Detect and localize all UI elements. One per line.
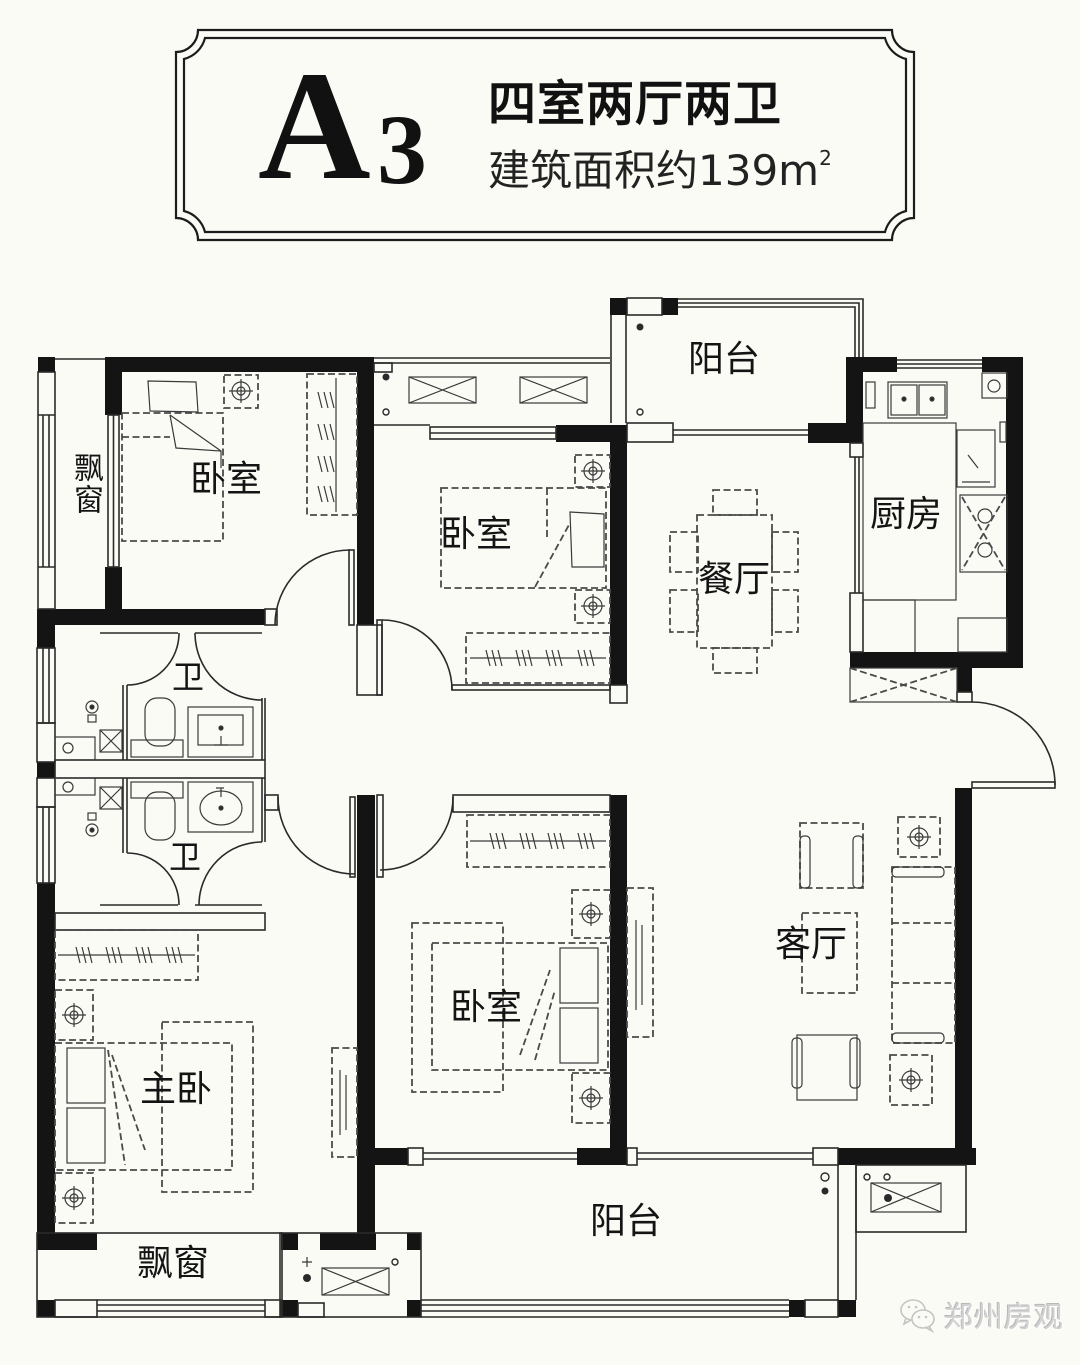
wechat-icon <box>900 1299 935 1334</box>
floor-area-text: 建筑面积约139m <box>488 146 820 195</box>
bed <box>431 942 609 1071</box>
room-label-balcony-north: 阳台 <box>688 339 761 380</box>
nightstand <box>574 454 611 488</box>
wardrobe <box>465 632 611 684</box>
rug <box>411 922 504 1093</box>
bed <box>440 487 607 589</box>
pillow <box>559 947 599 1004</box>
vanity-upper <box>187 706 254 758</box>
unit-code-number: 3 <box>377 94 427 205</box>
bed <box>121 412 224 542</box>
walls <box>37 298 1023 1317</box>
nightstand <box>223 374 259 409</box>
room-label-kitchen: 厨房 <box>870 494 943 535</box>
room-label-bay-window-west: 飘窗 <box>68 452 103 516</box>
chair <box>669 589 699 633</box>
layout-type-title: 四室两厅两卫 <box>488 76 783 132</box>
room-label-bedroom-south: 卧室 <box>450 987 523 1028</box>
chair <box>712 647 758 674</box>
room-label-master-bedroom: 主卧 <box>140 1069 213 1110</box>
tv-cabinet <box>626 887 654 1038</box>
room-label-bedroom-northwest: 卧室 <box>190 459 263 500</box>
chair <box>771 531 799 573</box>
wardrobe <box>466 814 611 868</box>
sofa <box>891 866 956 1044</box>
nightstand <box>571 889 611 939</box>
room-label-bathroom-lower: 卫 <box>169 838 202 876</box>
wardrobe <box>54 929 199 981</box>
armchair <box>791 1034 861 1101</box>
side-table <box>889 1054 933 1106</box>
pillow <box>66 1107 106 1164</box>
armchair <box>799 822 864 889</box>
ac-units <box>321 376 958 1296</box>
bedroom-south-furniture <box>411 814 611 1124</box>
pipe-markers <box>302 323 892 1282</box>
unit-code-letter: A <box>258 39 371 212</box>
door-bathroom-upper <box>100 632 263 701</box>
room-label-balcony-south: 阳台 <box>590 1201 663 1242</box>
vanity-lower <box>187 781 254 833</box>
nightstand <box>571 1072 611 1124</box>
coffee-table <box>801 912 858 994</box>
rug <box>161 1021 254 1193</box>
bedroom-northwest-furniture <box>121 373 358 542</box>
kitchen-fixtures <box>862 372 1008 653</box>
watermark: 郑州房观 <box>898 1294 1064 1336</box>
door-swings <box>100 549 1056 906</box>
nightstand <box>54 989 94 1041</box>
pillow <box>569 511 605 568</box>
room-label-bedroom-north: 卧室 <box>440 514 513 555</box>
living-room-furniture <box>626 816 956 1106</box>
fridge <box>956 429 996 488</box>
sink <box>887 381 948 419</box>
windows-and-partitions <box>36 297 982 1318</box>
floor-area: 建筑面积约139m2 <box>488 148 832 192</box>
toilet-upper <box>130 697 184 758</box>
nightstand <box>574 589 611 624</box>
room-label-bay-window-south: 飘窗 <box>137 1243 210 1284</box>
door-bedroom-south <box>376 794 454 878</box>
room-label-dining-room: 餐厅 <box>698 559 771 600</box>
watermark-text: 郑州房观 <box>944 1300 1065 1334</box>
master-bedroom-furniture <box>54 929 358 1224</box>
side-table <box>897 816 941 858</box>
wardrobe <box>306 373 358 516</box>
tv-cabinet <box>331 1047 358 1158</box>
door-bedroom-north <box>376 619 453 696</box>
stove <box>959 494 1008 573</box>
chair <box>669 531 699 573</box>
pillow <box>147 380 199 413</box>
door-entrance <box>971 701 1056 789</box>
dining-table-set <box>669 489 799 674</box>
toilet-lower <box>130 781 184 841</box>
pillow <box>66 1047 106 1104</box>
floor-area-superscript: 2 <box>819 146 832 170</box>
chair <box>712 489 758 516</box>
nightstand <box>54 1172 94 1224</box>
door-bedroom-northwest <box>274 549 355 626</box>
door-master-bedroom <box>277 796 356 878</box>
bed <box>54 1042 233 1171</box>
title-frame <box>174 28 916 242</box>
bedroom-north-furniture <box>440 454 611 684</box>
room-label-bathroom-upper: 卫 <box>172 658 205 696</box>
chair <box>771 589 799 633</box>
pillow <box>559 1007 599 1064</box>
door-bathroom-lower <box>100 841 263 906</box>
bathroom-fixtures <box>54 697 254 841</box>
room-label-living-room: 客厅 <box>775 924 848 965</box>
